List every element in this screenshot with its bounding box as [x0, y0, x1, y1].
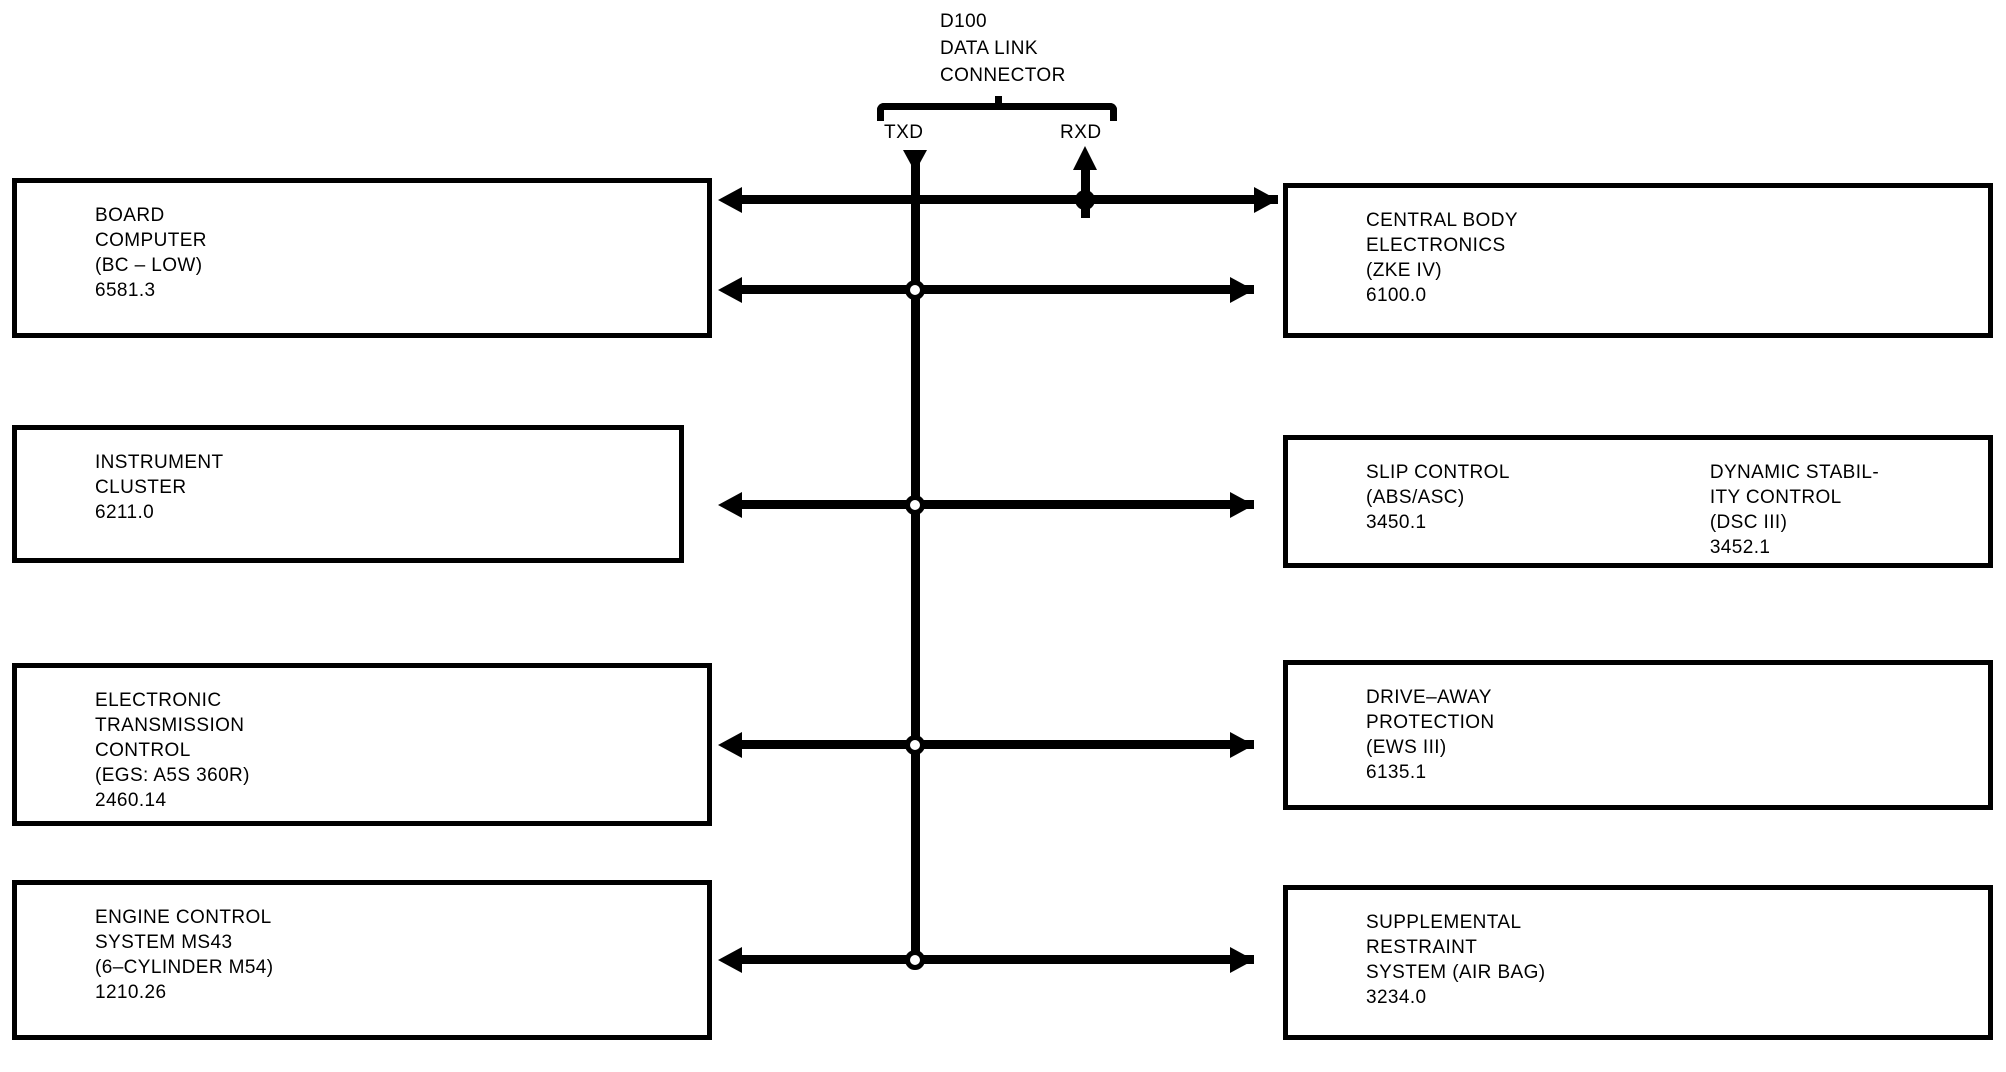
bus-row-2-junction-ring: [905, 280, 925, 300]
module-column: INSTRUMENT CLUSTER 6211.0: [95, 450, 224, 525]
module-line: (BC – LOW): [95, 255, 203, 276]
module-code: 6135.1: [1366, 762, 1427, 783]
module-code: 6581.3: [95, 280, 156, 301]
module-column: BOARD COMPUTER (BC – LOW) 6581.3: [95, 203, 207, 303]
module-line: SUPPLEMENTAL: [1366, 912, 1522, 933]
bus-row-4-left-arrowhead-icon: [718, 732, 742, 758]
module-box-instrument-cluster[interactable]: INSTRUMENT CLUSTER 6211.0: [12, 425, 684, 563]
module-text-slip-control-and-dynamic-stability-control: SLIP CONTROL (ABS/ASC) 3450.1 DYNAMIC ST…: [1366, 460, 1978, 560]
module-line: SYSTEM MS43: [95, 932, 233, 953]
pin-label-txd: TXD: [884, 122, 924, 143]
bus-row-3-line: [742, 500, 1254, 509]
module-text-drive-away-protection: DRIVE–AWAY PROTECTION (EWS III) 6135.1: [1366, 685, 1978, 785]
connector-bracket-stem: [995, 96, 1002, 106]
module-column: CENTRAL BODY ELECTRONICS (ZKE IV) 6100.0: [1366, 208, 1518, 308]
bus-row-2-line: [742, 285, 1254, 294]
bus-row-4-junction-ring: [905, 735, 925, 755]
module-column: DRIVE–AWAY PROTECTION (EWS III) 6135.1: [1366, 685, 1495, 785]
module-line: SLIP CONTROL: [1366, 462, 1510, 483]
bus-row-1-left-arrowhead-icon: [718, 187, 742, 213]
bus-row-3-right-arrowhead-icon: [1230, 492, 1254, 518]
module-line: INSTRUMENT: [95, 452, 224, 473]
bus-row-5-line: [742, 955, 1254, 964]
module-line: (6–CYLINDER M54): [95, 957, 274, 978]
bus-row-5-left-arrowhead-icon: [718, 947, 742, 973]
module-text-board-computer: BOARD COMPUTER (BC – LOW) 6581.3: [95, 203, 697, 303]
rxd-arrowhead-icon: [1073, 146, 1097, 170]
module-line: ELECTRONIC: [95, 690, 222, 711]
module-column: SLIP CONTROL (ABS/ASC) 3450.1: [1366, 460, 1510, 535]
module-line: DYNAMIC STABIL-: [1709, 462, 1880, 483]
module-line: PROTECTION: [1366, 712, 1495, 733]
vertical-bus-line: [911, 158, 920, 955]
module-box-central-body-electronics[interactable]: CENTRAL BODY ELECTRONICS (ZKE IV) 6100.0: [1283, 183, 1993, 338]
module-line: RESTRAINT: [1366, 937, 1478, 958]
module-text-supplemental-restraint-system: SUPPLEMENTAL RESTRAINT SYSTEM (AIR BAG) …: [1366, 910, 1978, 1010]
module-line: ELECTRONICS: [1366, 235, 1506, 256]
module-line: TRANSMISSION: [95, 715, 245, 736]
module-line: ENGINE CONTROL: [95, 907, 272, 928]
module-line: CENTRAL BODY: [1366, 210, 1518, 231]
module-column: ENGINE CONTROL SYSTEM MS43 (6–CYLINDER M…: [95, 905, 274, 1005]
module-text-central-body-electronics: CENTRAL BODY ELECTRONICS (ZKE IV) 6100.0: [1366, 208, 1978, 308]
connector-title-line-2: DATA LINK: [940, 38, 1038, 59]
module-code: 3234.0: [1366, 987, 1427, 1008]
module-text-engine-control-system: ENGINE CONTROL SYSTEM MS43 (6–CYLINDER M…: [95, 905, 697, 1005]
module-box-board-computer[interactable]: BOARD COMPUTER (BC – LOW) 6581.3: [12, 178, 712, 338]
bus-row-3-left-arrowhead-icon: [718, 492, 742, 518]
bus-row-2-left-arrowhead-icon: [718, 277, 742, 303]
bus-row-2-right-arrowhead-icon: [1230, 277, 1254, 303]
pin-label-rxd: RXD: [1060, 122, 1102, 143]
module-line: (EGS: A5S 360R): [95, 765, 250, 786]
bus-row-1-right-arrowhead-icon: [1254, 187, 1278, 213]
module-box-slip-control-and-dynamic-stability-control[interactable]: SLIP CONTROL (ABS/ASC) 3450.1 DYNAMIC ST…: [1283, 435, 1993, 568]
bus-row-3-junction-ring: [905, 495, 925, 515]
module-box-drive-away-protection[interactable]: DRIVE–AWAY PROTECTION (EWS III) 6135.1: [1283, 660, 1993, 810]
bus-row-4-line: [742, 740, 1254, 749]
module-text-electronic-transmission-control: ELECTRONIC TRANSMISSION CONTROL (EGS: A5…: [95, 688, 697, 813]
module-line: (EWS III): [1366, 737, 1447, 758]
module-line: ITY CONTROL: [1709, 487, 1842, 508]
connector-bracket: [877, 103, 1117, 121]
bus-row-4-right-arrowhead-icon: [1230, 732, 1254, 758]
connector-title-line-1: D100: [940, 11, 988, 32]
module-line: COMPUTER: [95, 230, 207, 251]
module-code: 3450.1: [1366, 512, 1427, 533]
connector-title: D100 DATA LINK CONNECTOR: [940, 8, 1066, 89]
module-line: (DSC III): [1709, 512, 1788, 533]
module-line: SYSTEM (AIR BAG): [1366, 962, 1546, 983]
module-code: 3452.1: [1709, 537, 1771, 558]
module-code: 1210.26: [95, 982, 167, 1003]
module-column: DYNAMIC STABIL- ITY CONTROL (DSC III) 34…: [1710, 460, 1879, 560]
module-box-supplemental-restraint-system[interactable]: SUPPLEMENTAL RESTRAINT SYSTEM (AIR BAG) …: [1283, 885, 1993, 1040]
module-box-engine-control-system[interactable]: ENGINE CONTROL SYSTEM MS43 (6–CYLINDER M…: [12, 880, 712, 1040]
module-line: DRIVE–AWAY: [1366, 687, 1492, 708]
module-line: CLUSTER: [95, 477, 187, 498]
module-text-instrument-cluster: INSTRUMENT CLUSTER 6211.0: [95, 450, 669, 525]
bus-row-1-line: [742, 195, 1278, 204]
module-line: (ABS/ASC): [1366, 487, 1465, 508]
module-code: 6211.0: [95, 502, 155, 523]
module-line: CONTROL: [95, 740, 191, 761]
connector-title-line-3: CONNECTOR: [940, 65, 1066, 86]
module-line: BOARD: [95, 205, 165, 226]
bus-row-5-junction-ring: [905, 950, 925, 970]
module-box-electronic-transmission-control[interactable]: ELECTRONIC TRANSMISSION CONTROL (EGS: A5…: [12, 663, 712, 826]
module-column: SUPPLEMENTAL RESTRAINT SYSTEM (AIR BAG) …: [1366, 910, 1546, 1010]
bus-row-5-right-arrowhead-icon: [1230, 947, 1254, 973]
bus-row-1-junction-dot: [1075, 190, 1095, 210]
module-code: 2460.14: [95, 790, 167, 811]
module-code: 6100.0: [1366, 285, 1427, 306]
module-column: ELECTRONIC TRANSMISSION CONTROL (EGS: A5…: [95, 688, 250, 813]
module-line: (ZKE IV): [1366, 260, 1443, 281]
